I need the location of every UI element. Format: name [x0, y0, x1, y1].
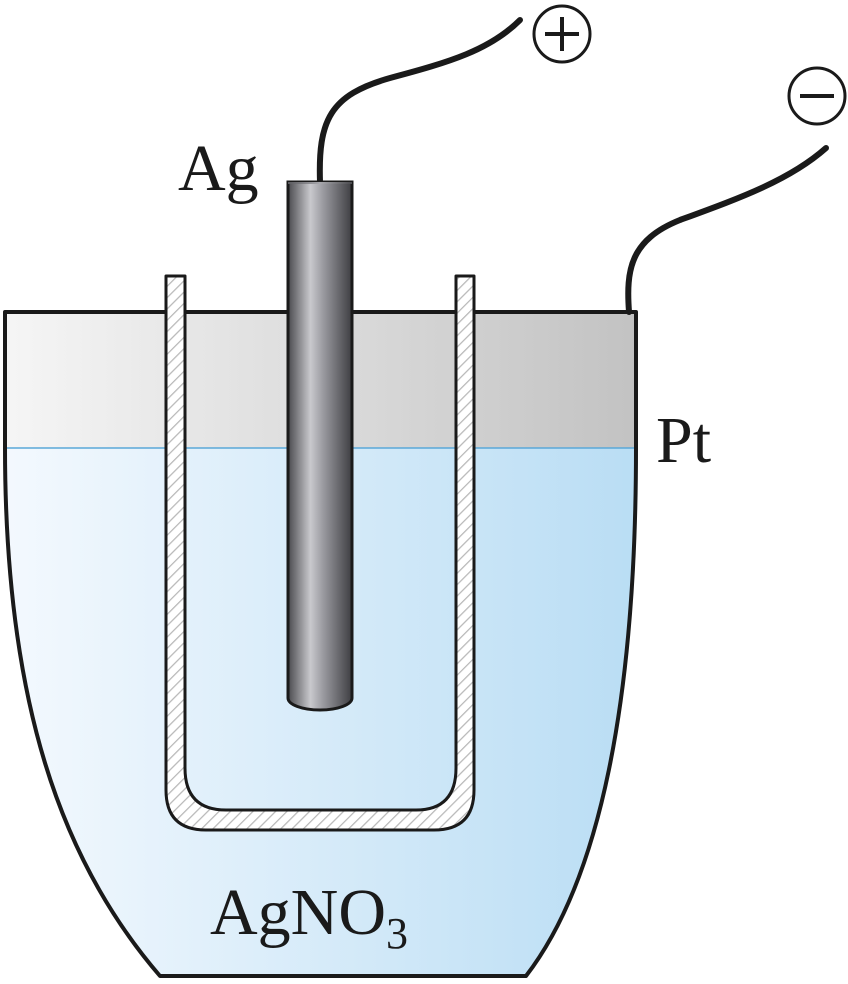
electrolyte-label: AgNO3 — [210, 876, 408, 958]
vessel-outline — [3, 310, 638, 978]
negative-terminal-icon — [787, 66, 847, 126]
porous-cup-wall — [164, 274, 476, 832]
porous-cup — [164, 274, 476, 832]
pt-electrode-label: Pt — [656, 404, 711, 477]
positive-wire — [316, 17, 523, 185]
electrolyte-formula: AgNO — [210, 876, 386, 949]
negative-wire — [625, 145, 829, 315]
silver-rod — [286, 180, 354, 712]
silver-electrode — [286, 180, 354, 712]
silver-rod-top — [288, 182, 352, 184]
electrolyte-subscript: 3 — [386, 909, 408, 958]
positive-terminal-icon — [532, 4, 592, 64]
ag-electrode-label: Ag — [178, 132, 259, 205]
